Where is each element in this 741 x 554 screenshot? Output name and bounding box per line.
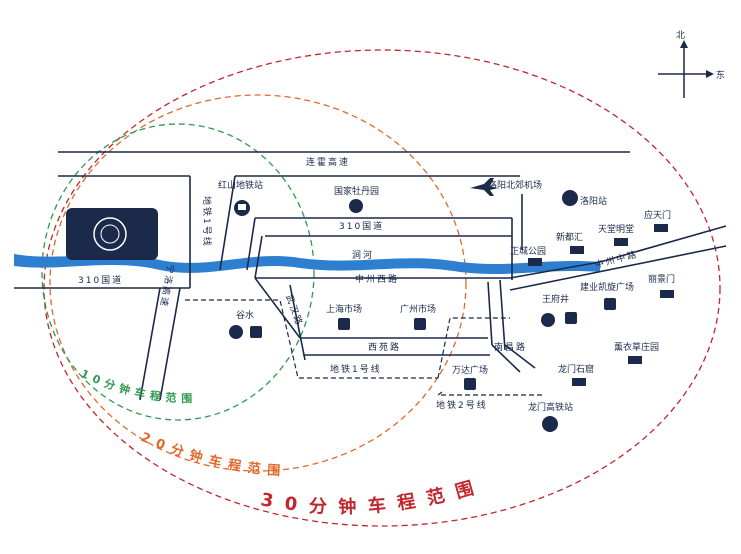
- road-label-metro-1: 地铁1号线: [330, 363, 382, 375]
- poi-label: 应天门: [644, 209, 671, 221]
- metro-icon: [542, 416, 558, 432]
- poi-xinduhui: 新都汇: [556, 231, 584, 254]
- poi-label: 广州市场: [400, 303, 436, 315]
- poi-jianye: 建业凯旋广场: [580, 281, 634, 310]
- pavilion-icon: [570, 246, 584, 254]
- road-label-metro-2: 地铁2号线: [436, 399, 488, 411]
- poi-gushui: 谷水: [229, 309, 262, 339]
- poi-yingtianmen: 应天门: [644, 209, 671, 232]
- river-label: 涧河: [352, 249, 374, 261]
- poi-label: 龙门高铁站: [528, 401, 573, 413]
- road-label-ninglu: 宁洛高速: [157, 263, 176, 308]
- poi-zhuangcheng-park: 正城公园: [510, 246, 546, 266]
- poi-label: 万达广场: [452, 364, 488, 376]
- poi-label: 国家牡丹园: [334, 185, 379, 197]
- road-label-zhongzhou-west: 中州西路: [355, 273, 399, 285]
- poi-label: 丽景门: [648, 273, 675, 285]
- road-label-nanchang: 南昌路: [494, 341, 527, 353]
- ring-20-label: 20分钟车程范围: [138, 430, 287, 480]
- poi-xunyi-park: 薰衣草庄园: [614, 341, 659, 364]
- poi-label: 龙门石窟: [558, 363, 594, 375]
- compass-north-label: 北: [676, 30, 685, 41]
- poi-label: 薰衣草庄园: [614, 341, 659, 353]
- poi-beijiao-airport: 洛阳北郊机场: [470, 178, 542, 196]
- pavilion-icon: [660, 290, 674, 298]
- poi-luoyang-station: 洛阳站: [562, 190, 607, 207]
- project-location-marker: [66, 208, 158, 260]
- poi-label: 洛阳北郊机场: [488, 179, 542, 191]
- poi-guangzhou-market: 广州市场: [400, 303, 436, 330]
- road-label-xiyuan: 西苑路: [368, 341, 401, 353]
- poi-label: 正城公园: [510, 246, 546, 257]
- metro-icon: [562, 190, 578, 206]
- poi-label: 红山地铁站: [218, 179, 263, 191]
- ring-10-label: 10分钟车程范围: [79, 367, 197, 405]
- ring-30-label: 30分钟车程范围: [259, 475, 487, 518]
- road-network: [14, 151, 727, 401]
- poi-label: 洛阳站: [580, 195, 607, 207]
- pavilion-icon: [614, 238, 628, 246]
- poi-label: 建业凯旋广场: [580, 281, 634, 293]
- poi-lijingmen: 丽景门: [648, 273, 675, 298]
- pavilion-icon: [654, 224, 668, 232]
- shopping-bag-icon: [338, 318, 350, 330]
- airplane-icon: [470, 178, 498, 196]
- jian-river: [14, 254, 600, 274]
- road-label-wuhan: 武汉路: [283, 293, 306, 328]
- road-label-expressway: 连霍高速: [306, 156, 350, 168]
- poi-label: 新都汇: [556, 231, 583, 243]
- project-logo-icon: [93, 217, 127, 251]
- poi-longmen-grottoes: 龙门石窟: [558, 363, 594, 386]
- pavilion-icon: [628, 356, 642, 364]
- shopping-bag-icon: [565, 312, 577, 324]
- compass: 北 东: [658, 30, 725, 98]
- poi-wangfujing: 王府井: [541, 293, 577, 327]
- metro-icon: [229, 325, 243, 339]
- ring-20-min: [49, 94, 467, 472]
- compass-east-label: 东: [716, 69, 725, 81]
- shopping-bag-icon: [464, 378, 476, 390]
- poi-tiantang: 天堂明堂: [598, 223, 634, 246]
- shopping-bag-icon: [604, 298, 616, 310]
- road-label-zhongzhou-middle: 中州中路: [594, 248, 640, 271]
- poi-longmen-hsr: 龙门高铁站: [528, 401, 573, 432]
- pavilion-icon: [528, 258, 542, 266]
- road-label-310-north: 310国道: [339, 220, 384, 232]
- poi-label: 谷水: [236, 309, 254, 321]
- poi-label: 上海市场: [326, 303, 362, 315]
- metro-icon: [541, 313, 555, 327]
- poi-shanghai-market: 上海市场: [326, 303, 362, 330]
- poi-hongshan-station: 红山地铁站: [218, 179, 263, 216]
- shopping-bag-icon: [414, 318, 426, 330]
- pavilion-icon: [572, 378, 586, 386]
- shopping-bag-icon: [250, 326, 262, 338]
- metro-lines: [185, 299, 545, 396]
- poi-label: 天堂明堂: [598, 223, 634, 235]
- road-label-310-south: 310国道: [78, 274, 123, 286]
- ring-10-min: [41, 123, 315, 421]
- poi-peony-garden: 国家牡丹园: [334, 185, 379, 213]
- flower-icon: [349, 199, 363, 213]
- road-label-metro-1-vertical: 地铁1号线: [201, 196, 213, 248]
- poi-wanda: 万达广场: [452, 364, 488, 390]
- poi-label: 王府井: [542, 293, 569, 305]
